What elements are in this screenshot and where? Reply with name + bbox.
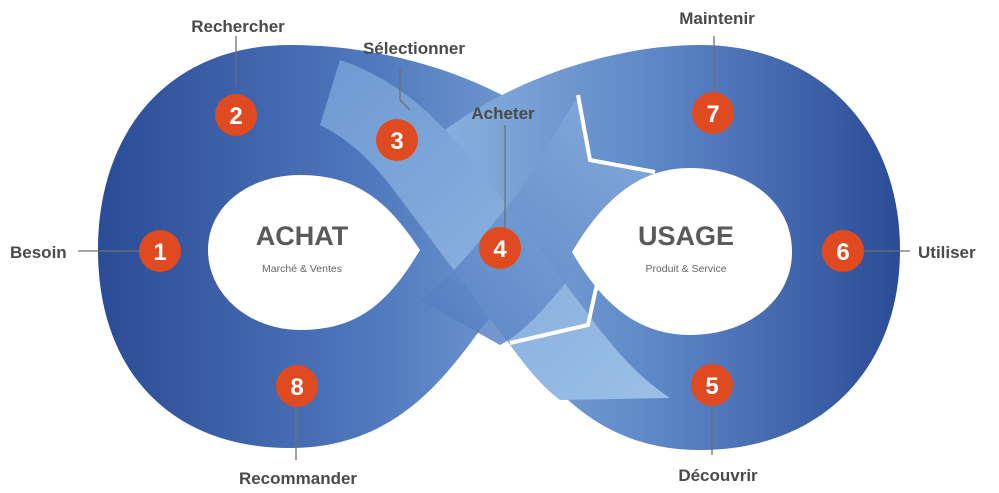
step-label-decouvrir: Découvrir xyxy=(678,466,758,485)
usage-title: USAGE xyxy=(638,221,734,251)
leader-selectionner xyxy=(399,68,411,111)
step-label-acheter: Acheter xyxy=(471,104,535,123)
step-number-7: 7 xyxy=(706,101,719,128)
segment-seam-bottom xyxy=(509,269,602,345)
step-marker-7 xyxy=(692,92,734,134)
step-marker-5 xyxy=(691,364,733,406)
step-marker-8 xyxy=(276,365,318,407)
crossing-band-ascending xyxy=(420,95,655,345)
achat-subtitle: Marché & Ventes xyxy=(262,263,342,275)
step-marker-2 xyxy=(215,94,257,136)
segment-seam-top xyxy=(576,94,656,174)
step-label-selectionner: Sélectionner xyxy=(363,39,465,58)
achat-title: ACHAT xyxy=(256,221,349,251)
usage-hub xyxy=(572,168,792,335)
step-number-1: 1 xyxy=(153,239,166,266)
step-label-maintenir: Maintenir xyxy=(679,9,755,28)
step-label-recommander: Recommander xyxy=(239,469,357,488)
step-markers: 1 2 3 4 5 6 7 8 xyxy=(139,92,864,407)
step-marker-4 xyxy=(479,227,521,269)
usage-subtitle: Produit & Service xyxy=(645,263,726,275)
step-number-6: 6 xyxy=(836,239,849,266)
step-marker-3 xyxy=(376,119,418,161)
step-label-utiliser: Utiliser xyxy=(918,243,976,262)
step-number-5: 5 xyxy=(705,373,718,400)
step-number-2: 2 xyxy=(229,103,242,130)
step-marker-1 xyxy=(139,230,181,272)
achat-hub xyxy=(208,175,420,330)
step-number-4: 4 xyxy=(493,236,507,263)
step-label-besoin: Besoin xyxy=(10,243,67,262)
step-number-3: 3 xyxy=(390,128,403,155)
step-marker-6 xyxy=(822,230,864,272)
step-label-rechercher: Rechercher xyxy=(191,17,285,36)
step-number-8: 8 xyxy=(290,374,303,401)
